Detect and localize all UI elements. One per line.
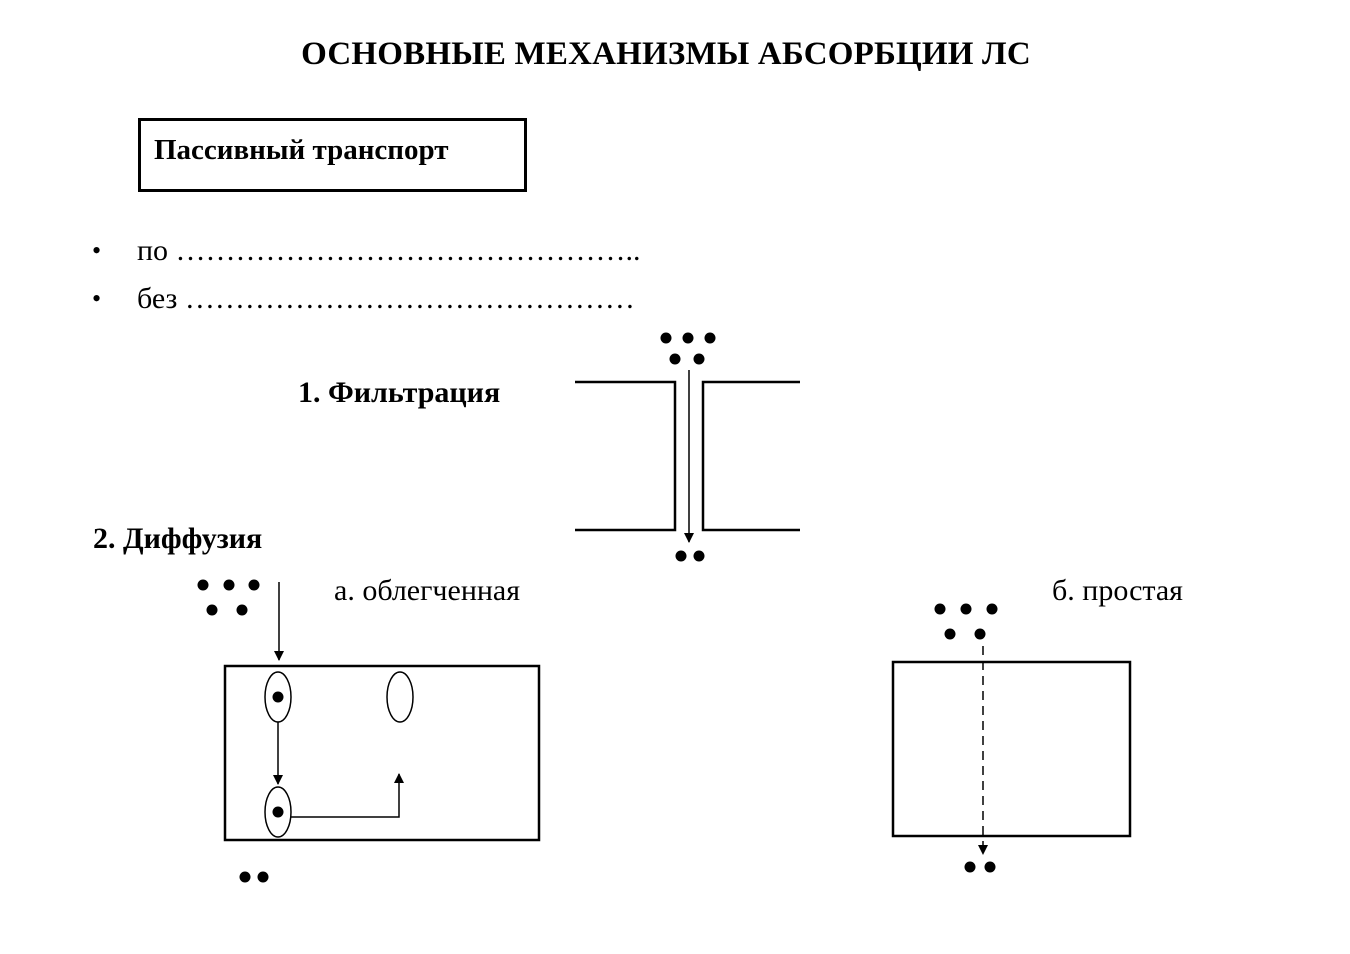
page-title: ОСНОВНЫЕ МЕХАНИЗМЫ АБСОРБЦИИ ЛС	[301, 36, 1031, 72]
molecules-below-pore	[675, 550, 705, 562]
molecules-outside-membrane	[934, 603, 998, 640]
bullet-marker: •	[92, 236, 102, 265]
bullet-item-with: по ………………………………………..	[137, 234, 641, 267]
bullet-item-without: без ………………………………………	[137, 282, 635, 315]
membrane-block	[223, 664, 541, 842]
bound-molecule	[272, 691, 284, 703]
molecules-outside-cell	[197, 579, 260, 616]
passive-transport-label: Пассивный транспорт	[154, 134, 449, 166]
bound-molecule	[272, 806, 284, 818]
carrier-loaded-bottom	[264, 786, 292, 838]
carrier-empty	[386, 671, 414, 723]
membrane-left-half	[575, 380, 677, 532]
molecules-inside-cell	[239, 871, 269, 883]
bullet-marker: •	[92, 284, 102, 313]
membrane-right-half	[701, 380, 800, 532]
molecules-inside-membrane	[964, 861, 996, 873]
carrier-return-arrow	[291, 773, 404, 818]
simple-diffusion-diagram	[891, 603, 1132, 873]
lipid-membrane-block	[891, 660, 1132, 838]
passive-transport-box	[138, 118, 527, 192]
facilitated-diffusion-label: а. облегченная	[334, 574, 521, 607]
facilitated-diffusion-diagram	[197, 579, 541, 883]
simple-diffusion-label: б. простая	[1052, 574, 1183, 607]
filtration-heading: 1. Фильтрация	[298, 376, 501, 409]
diffusion-heading: 2. Диффузия	[93, 522, 263, 555]
molecules-above-pore	[660, 332, 716, 365]
filtration-diagram	[575, 332, 800, 562]
